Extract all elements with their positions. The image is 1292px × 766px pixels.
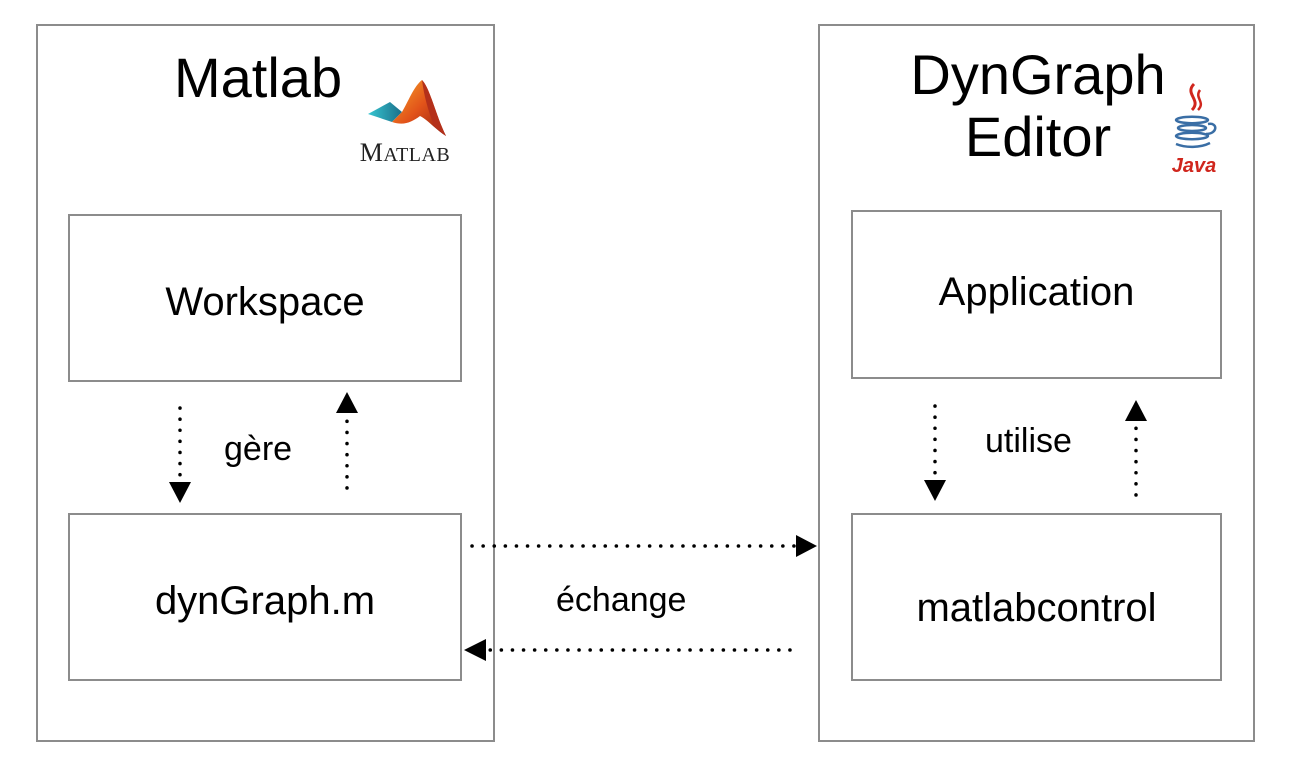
dyngraph-editor-title: DynGraph Editor: [893, 44, 1183, 168]
utilise-label: utilise: [985, 422, 1072, 460]
matlabcontrol-label: matlabcontrol: [916, 586, 1157, 630]
dyngraph-title-line1: DynGraph: [910, 43, 1166, 106]
gere-label: gère: [224, 430, 293, 468]
application-label: Application: [938, 270, 1135, 314]
dyngraph-m-label: dynGraph.m: [154, 579, 376, 623]
arrowhead-right: [796, 535, 817, 557]
matlab-title: Matlab: [174, 46, 343, 109]
java-logo-icon: Java: [1166, 80, 1222, 176]
workspace-label: Workspace: [165, 280, 365, 324]
application-box: Application: [851, 210, 1222, 379]
matlabcontrol-box: matlabcontrol: [851, 513, 1222, 681]
workspace-box: Workspace: [68, 214, 462, 382]
arrowhead-down-left: [169, 482, 191, 503]
arrowhead-left: [464, 639, 486, 661]
matlab-logo-icon: MATLAB: [346, 76, 464, 166]
matlab-logo-wordmark: MATLAB: [359, 138, 451, 167]
dyngraph-m-box: dynGraph.m: [68, 513, 462, 681]
arrowhead-down-right: [924, 480, 946, 501]
dyngraph-title-line2: Editor: [964, 105, 1112, 168]
echange-label: échange: [556, 581, 687, 619]
arrowhead-up-left: [336, 392, 358, 413]
arrowhead-up-right: [1125, 400, 1147, 421]
java-logo-wordmark: Java: [1171, 155, 1217, 177]
